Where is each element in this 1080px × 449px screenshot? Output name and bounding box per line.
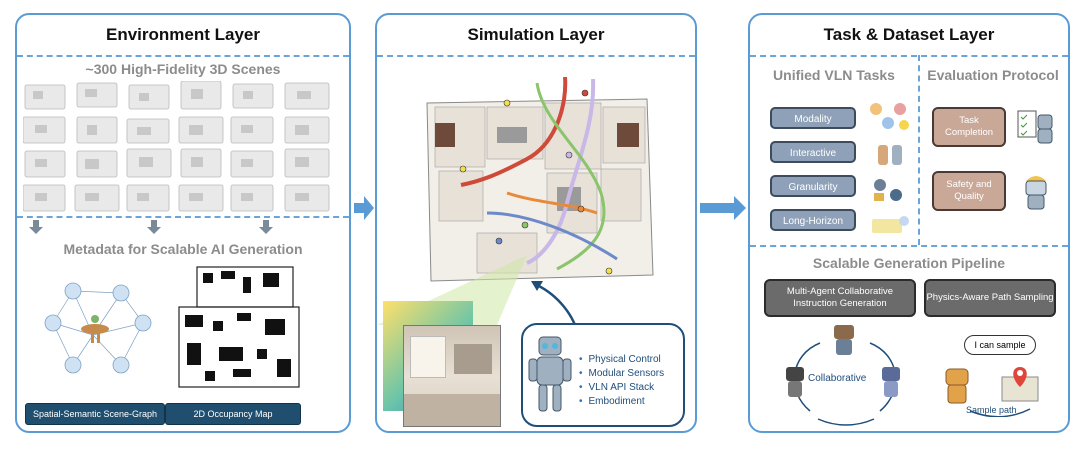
- scene-graph-label: Spatial-Semantic Scene-Graph: [25, 403, 165, 425]
- scene-row-1: [24, 81, 330, 110]
- task-long-horizon: Long-Horizon: [770, 209, 856, 231]
- simulation-layer-panel: Simulation Layer: [375, 13, 697, 433]
- divider: [918, 55, 920, 245]
- task-interactive: Interactive: [770, 141, 856, 163]
- checklist-robot-icon: [1017, 110, 1053, 144]
- divider: [750, 55, 1068, 57]
- down-arrow-icon: [259, 220, 273, 234]
- robot-icon: [834, 325, 854, 355]
- evaluation-heading: Evaluation Protocol: [927, 67, 1059, 83]
- rgb-camera-view: [403, 325, 501, 427]
- sample-path-label: Sample path: [966, 405, 1017, 415]
- simulation-layer-title: Simulation Layer: [467, 25, 605, 44]
- interactive-icon: [878, 145, 902, 165]
- divider: [377, 55, 695, 57]
- pipeline-heading: Scalable Generation Pipeline: [812, 255, 1006, 271]
- divider: [17, 55, 349, 57]
- down-arrow-icon: [29, 220, 43, 234]
- floor-plan-scene: [426, 76, 654, 282]
- modality-icon: [870, 103, 909, 130]
- speech-bubble: I can sample: [964, 335, 1036, 355]
- scene-row-2: [23, 116, 330, 144]
- granularity-icon: [874, 179, 902, 201]
- scene-row-3: [24, 148, 330, 178]
- scene-thumbnails: [23, 81, 330, 212]
- environment-layer-panel: Environment Layer ~300 High-Fidelity 3D …: [15, 13, 351, 433]
- robot-icon: [528, 336, 572, 412]
- feature-item: •Embodiment: [579, 396, 645, 407]
- environment-layer-title: Environment Layer: [106, 25, 260, 44]
- task-dataset-layer-title: Task & Dataset Layer: [823, 25, 995, 44]
- task-granularity: Granularity: [770, 175, 856, 197]
- right-arrow-icon: [700, 196, 746, 220]
- collaborative-cycle-diagram: [786, 325, 900, 426]
- down-arrow-icon: [147, 220, 161, 234]
- collaborative-label: Collaborative: [808, 373, 867, 384]
- scenes-heading: ~300 High-Fidelity 3D Scenes: [85, 61, 281, 77]
- feature-item: •VLN API Stack: [579, 382, 655, 393]
- feature-item: •Physical Control: [579, 354, 661, 365]
- eval-task-completion: Task Completion: [932, 107, 1006, 147]
- eval-safety-quality: Safety and Quality: [932, 171, 1006, 211]
- table-icon: [81, 324, 109, 343]
- divider: [17, 216, 349, 218]
- robot-icon: [786, 367, 804, 397]
- robot-feature-box: •Physical Control •Modular Sensors •VLN …: [521, 323, 685, 427]
- task-modality: Modality: [770, 107, 856, 129]
- path-sampling-robot-icon: [945, 367, 1039, 417]
- occupancy-map: [178, 266, 300, 388]
- scene-graph-diagram: [44, 282, 152, 374]
- right-arrow-icon: [354, 196, 374, 220]
- task-dataset-layer-panel: Task & Dataset Layer Unified VLN Tasks M…: [748, 13, 1070, 433]
- pipeline-path-sampling: Physics-Aware Path Sampling: [924, 279, 1056, 317]
- pipeline-multi-agent: Multi-Agent Collaborative Instruction Ge…: [764, 279, 916, 317]
- divider: [750, 245, 1068, 247]
- task-illustrations: [870, 103, 909, 233]
- safety-robot-icon: [1025, 176, 1047, 210]
- long-horizon-icon: [872, 216, 909, 233]
- metadata-heading: Metadata for Scalable AI Generation: [63, 241, 303, 257]
- scene-row-4: [23, 184, 330, 212]
- speech-text: I can sample: [974, 340, 1026, 350]
- occupancy-map-label: 2D Occupancy Map: [165, 403, 301, 425]
- robot-icon: [882, 367, 900, 397]
- feature-item: •Modular Sensors: [579, 368, 665, 379]
- unified-tasks-heading: Unified VLN Tasks: [773, 67, 895, 83]
